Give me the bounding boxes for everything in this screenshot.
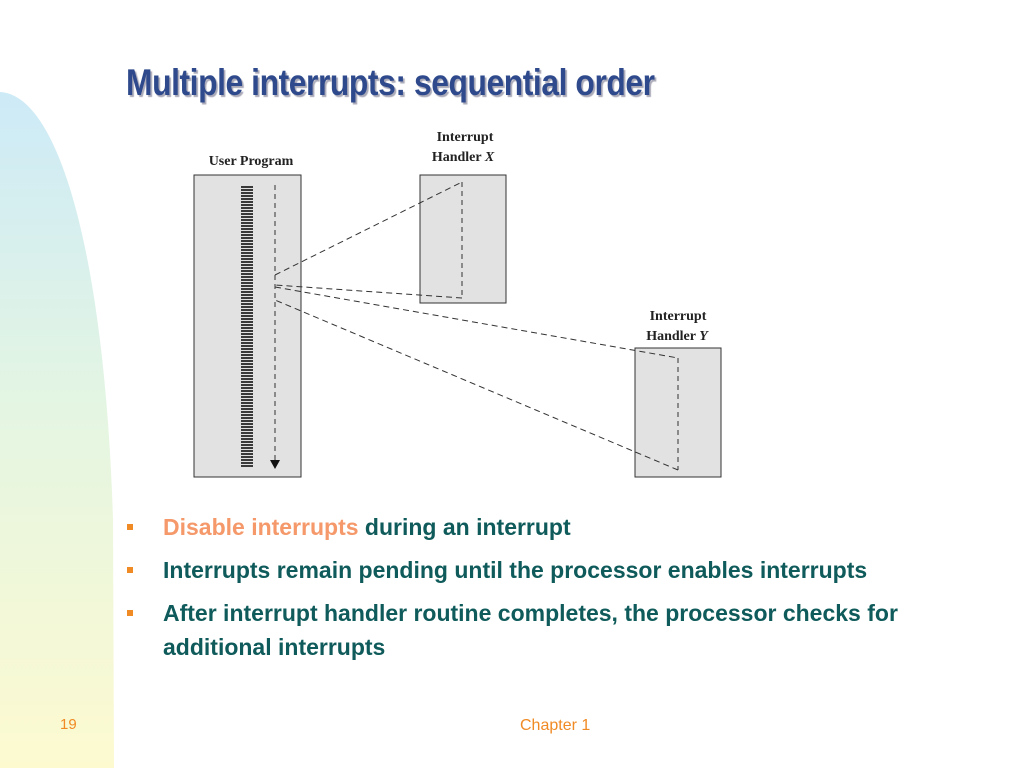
bullet-marker: [127, 524, 133, 530]
handler-x-box: [419, 174, 507, 304]
slide-number: 19: [60, 716, 77, 733]
bullet-marker: [127, 567, 133, 573]
handler-y-label-line1: Interrupt: [650, 309, 707, 324]
return-from-x: [274, 284, 463, 299]
bullet-item: After interrupt handler routine complete…: [124, 596, 944, 664]
side-gradient-shape: [0, 92, 114, 768]
instruction-ticks: [241, 186, 253, 467]
bullet-item: Interrupts remain pending until the proc…: [124, 553, 944, 587]
handler-x-label-line1: Interrupt: [437, 130, 494, 145]
interrupt-diagram: User Program Interrupt Handler X Interru…: [193, 130, 722, 478]
bullet-highlight: Disable interrupts: [163, 514, 359, 540]
jump-to-x: [274, 181, 463, 276]
bullet-text: Interrupts remain pending until the proc…: [163, 557, 868, 583]
bullet-item: Disable interrupts during an interrupt: [124, 510, 944, 544]
handler-y-label-line2: Handler Y: [646, 329, 709, 344]
return-from-y: [274, 299, 679, 471]
slide-title: Multiple interrupts: sequential order: [126, 62, 655, 103]
bullet-text: After interrupt handler routine complete…: [163, 600, 898, 660]
bullet-marker: [127, 610, 133, 616]
bullet-text: during an interrupt: [358, 514, 571, 540]
handler-x-label-line2: Handler X: [432, 150, 495, 165]
execution-arrowhead: [270, 460, 280, 469]
user-program-label: User Program: [209, 154, 294, 169]
jump-to-y: [274, 286, 679, 359]
bullet-list: Disable interrupts during an interrupt I…: [124, 510, 944, 673]
footer-chapter: Chapter 1: [520, 717, 591, 734]
